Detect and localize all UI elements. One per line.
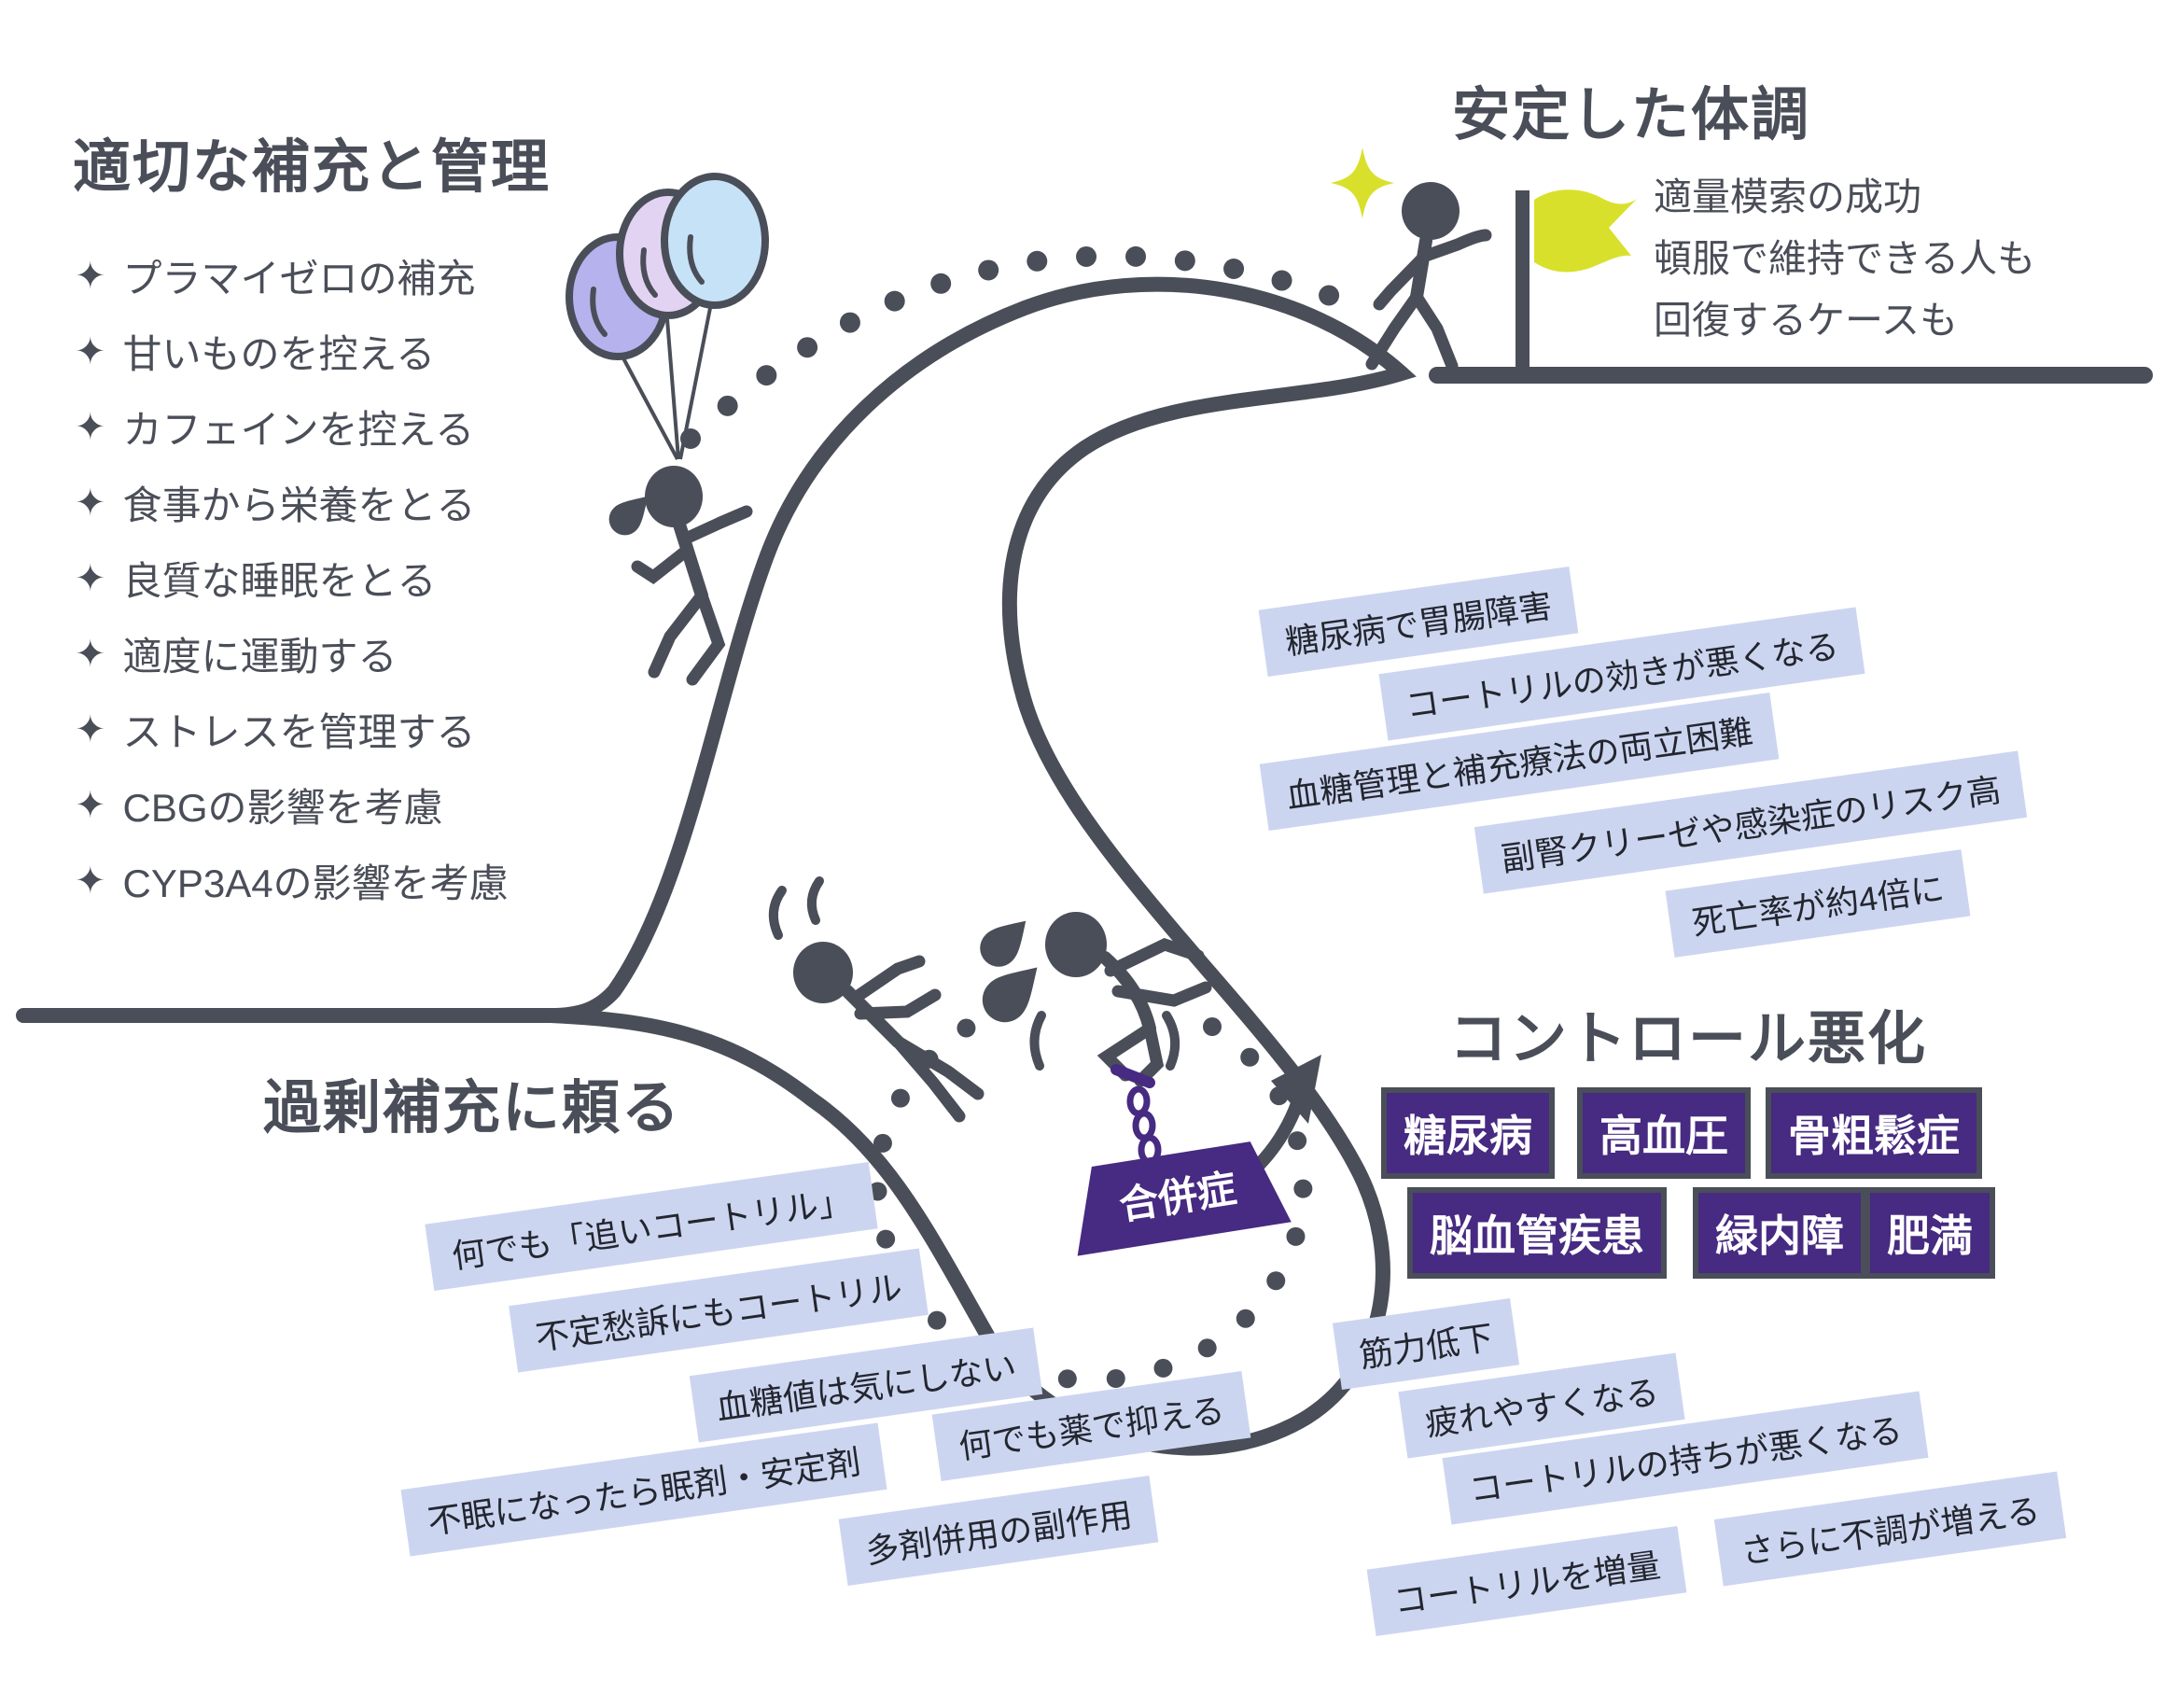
list-item: ✦ 甘いものを控える	[75, 314, 509, 389]
sweat-drop-climber	[608, 496, 649, 536]
disease-tag: 高血圧	[1577, 1087, 1751, 1179]
diamond-icon: ✦	[75, 406, 106, 448]
disease-tag: 肥満	[1865, 1187, 1995, 1279]
list-item: ✦ CYP3A4の影響を考慮	[75, 843, 509, 918]
list-item: ✦ カフェインを控える	[75, 389, 509, 465]
vicious-circle-dotted-path	[868, 1001, 1313, 1390]
sliding-figure	[768, 876, 985, 1123]
diamond-icon: ✦	[75, 633, 106, 675]
balloons	[566, 173, 769, 460]
summit-walking-figure	[1365, 182, 1492, 372]
list-item-label: 食事から栄養をとる	[122, 483, 476, 527]
motion-line	[806, 876, 824, 925]
list-item: ✦ CBGの影響を考慮	[75, 767, 509, 843]
list-item: ✦ 食事から栄養をとる	[75, 465, 509, 540]
list-item: ✦ 適度に運動する	[75, 616, 509, 692]
diamond-icon: ✦	[75, 255, 106, 297]
climbing-figure	[631, 466, 753, 686]
list-item-label: CYP3A4の影響を考慮	[122, 861, 509, 905]
control-worsening-title: コントロール悪化	[1449, 1007, 1928, 1071]
chain-link	[1126, 1085, 1151, 1117]
summit-note: 回復するケースも	[1654, 299, 1958, 342]
balloon-blue	[661, 173, 769, 309]
list-item: ✦ ストレスを管理する	[75, 692, 509, 767]
diamond-icon: ✦	[75, 860, 106, 902]
diamond-icon: ✦	[75, 482, 106, 524]
disease-tag: 骨粗鬆症	[1766, 1087, 1982, 1179]
list-item: ✦ 良質な睡眠をとる	[75, 540, 509, 616]
disease-tag: 緑内障	[1693, 1187, 1866, 1279]
complication-weight: 合併症	[1077, 1064, 1292, 1256]
summit-note: 頓服で維持できる人も	[1654, 237, 2036, 280]
sparkle-icon	[1331, 147, 1394, 218]
sweat-drop-large	[982, 967, 1038, 1023]
list-item: ✦ プラマイゼロの補充	[75, 238, 509, 314]
motion-arc	[1162, 1011, 1180, 1071]
flag-cloth	[1534, 189, 1637, 273]
disease-tag: 糖尿病	[1381, 1087, 1555, 1179]
list-item-label: 良質な睡眠をとる	[122, 559, 437, 603]
summit-notes: 適量模索の成功 頓服で維持できる人も 回復するケースも	[1654, 166, 2035, 351]
list-item-label: 甘いものを控える	[122, 332, 436, 376]
list-item-label: カフェインを控える	[122, 408, 475, 452]
disease-tag: 脳血管疾患	[1407, 1187, 1667, 1279]
cycle-exit-arrowhead	[1271, 1055, 1321, 1124]
list-item-label: プラマイゼロの補充	[122, 257, 476, 301]
chain-link	[1132, 1110, 1156, 1141]
motion-arc	[1029, 1011, 1046, 1071]
diamond-icon: ✦	[75, 557, 106, 599]
proper-care-title: 適切な補充と管理	[73, 135, 552, 200]
summit-title: 安定した体調	[1452, 83, 1811, 147]
pit-title: 過剰補充に頼る	[263, 1076, 682, 1141]
goal-flag	[1516, 189, 1637, 373]
list-item-label: ストレスを管理する	[122, 710, 476, 754]
ankle-cuff	[1110, 1064, 1155, 1088]
list-item-label: 適度に運動する	[122, 635, 398, 679]
sweat-drop-large	[980, 920, 1027, 967]
summit-note: 適量模索の成功	[1654, 175, 1921, 218]
proper-care-list: ✦ プラマイゼロの補充 ✦ 甘いものを控える ✦ カフェインを控える ✦ 食事から栄養を…	[75, 238, 509, 918]
success-dotted-path	[680, 245, 1373, 449]
list-item-label: CBGの影響を考慮	[122, 786, 443, 830]
weight-body	[1077, 1141, 1292, 1256]
diamond-icon: ✦	[75, 708, 106, 750]
motion-line	[768, 886, 787, 940]
diamond-icon: ✦	[75, 330, 106, 372]
diamond-icon: ✦	[75, 784, 106, 826]
